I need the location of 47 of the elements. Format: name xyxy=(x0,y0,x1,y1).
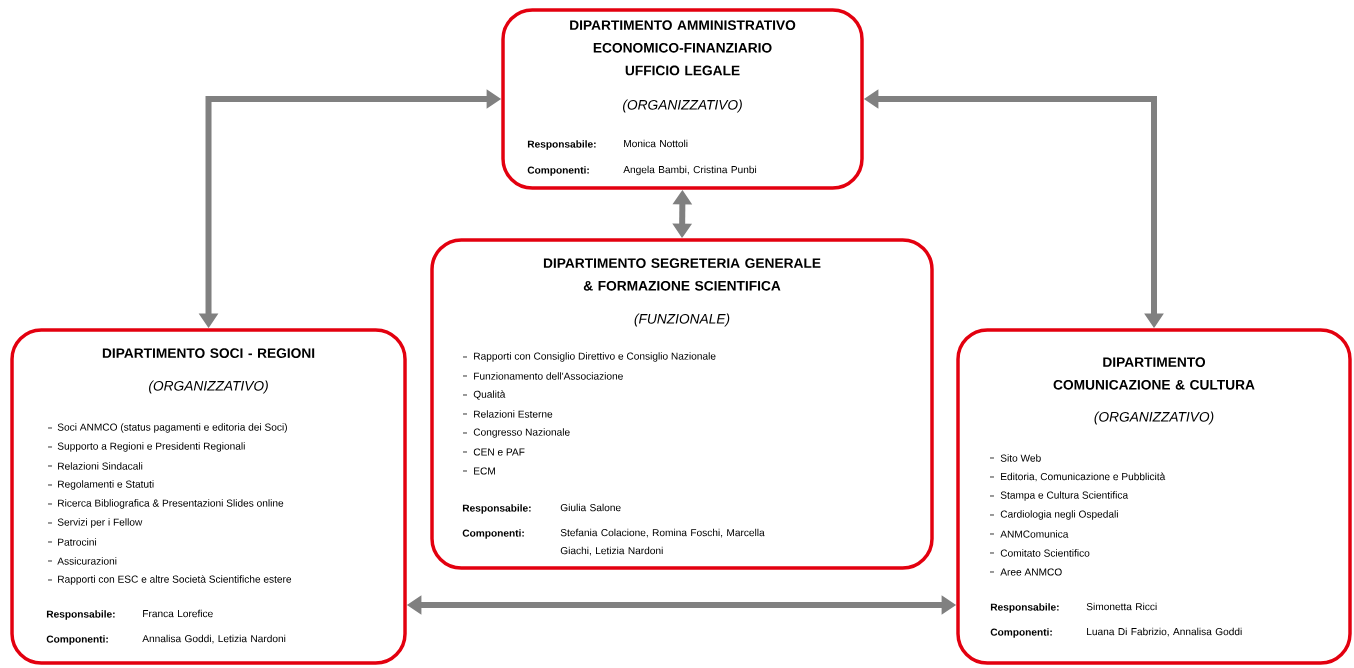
field-label: Responsabile: xyxy=(462,504,531,514)
field-label: Componenti: xyxy=(462,529,524,539)
person-names: Giulia Salone xyxy=(560,503,621,512)
list-item: Patrocini xyxy=(47,538,96,546)
department-type: (ORGANIZZATIVO) xyxy=(623,99,742,113)
list-item: Relazioni Sindacali xyxy=(47,462,143,470)
list-item: Editoria, Comunicazione e Pubblicità xyxy=(989,472,1166,482)
person-names: Stefania Colacione, Romina Foschi, Marcella Giachi, Letizia Nardoni xyxy=(560,528,765,556)
department-title: DIPARTIMENTO SEGRETERIA GENERALE & FORMAZIONE SCIENTIFICA xyxy=(543,258,821,291)
list-item: Supporto a Regioni e Presidenti Regionali xyxy=(47,442,245,452)
field-label: Componenti: xyxy=(990,628,1052,638)
department-type: (ORGANIZZATIVO) xyxy=(1094,411,1214,425)
person-names: Simonetta Ricci xyxy=(1086,602,1157,611)
department-title: DIPARTIMENTO COMUNICAZIONE & CULTURA xyxy=(1053,357,1255,390)
list-item: ANMComunica xyxy=(989,530,1069,538)
list-item: Comitato Scientifico xyxy=(989,549,1090,557)
list-item: Funzionamento dell'Associazione xyxy=(462,372,623,380)
list-item: CEN e PAF xyxy=(462,448,525,456)
list-item: Relazioni Esterne xyxy=(462,410,553,418)
field-label: Responsabile: xyxy=(46,610,115,620)
person-names: Annalisa Goddi, Letizia Nardoni xyxy=(142,634,286,644)
list-item: Qualità xyxy=(462,390,506,400)
field-label: Componenti: xyxy=(527,166,589,176)
field-label: Responsabile: xyxy=(527,140,596,150)
department-type: (FUNZIONALE) xyxy=(634,313,730,327)
field-label: Responsabile: xyxy=(990,603,1059,613)
field-label: Componenti: xyxy=(46,635,108,645)
person-names: Angela Bambi, Cristina Punbi xyxy=(623,165,757,176)
list-item: Assicurazioni xyxy=(47,557,117,565)
list-item: Rapporti con Consiglio Direttivo e Consiglio Nazionale xyxy=(462,352,716,362)
department-title: DIPARTIMENTO AMMINISTRATIVO ECONOMICO-FINANZIARIO UFFICIO LEGALE xyxy=(570,20,796,76)
list-item: Servizi per i Fellow xyxy=(47,518,143,528)
person-names: Franca Lorefice xyxy=(143,609,213,618)
list-item: Regolamenti e Statuti xyxy=(47,480,154,490)
list-item: Cardiologia negli Ospedali xyxy=(989,510,1118,520)
list-item: Rapporti con ESC e altre Società Scientifiche estere xyxy=(47,575,292,585)
department-type: (ORGANIZZATIVO) xyxy=(149,380,268,394)
person-names: Luana Di Fabrizio, Annalisa Goddi xyxy=(1087,627,1242,637)
list-item: Soci ANMCO (status pagamenti e editoria dei Soci) xyxy=(47,423,287,433)
list-item: Stampa e Cultura Scientifica xyxy=(989,491,1129,501)
list-item: Sito Web xyxy=(989,454,1041,462)
list-item: ECM xyxy=(462,467,495,475)
list-item: Aree ANMCO xyxy=(989,568,1062,576)
person-names: Monica Nottoli xyxy=(624,139,688,148)
list-item: Ricerca Bibliografica & Presentazioni Slides online xyxy=(47,499,284,509)
list-item: Congresso Nazionale xyxy=(462,428,570,438)
department-title: DIPARTIMENTO SOCI - REGIONI xyxy=(102,348,315,358)
